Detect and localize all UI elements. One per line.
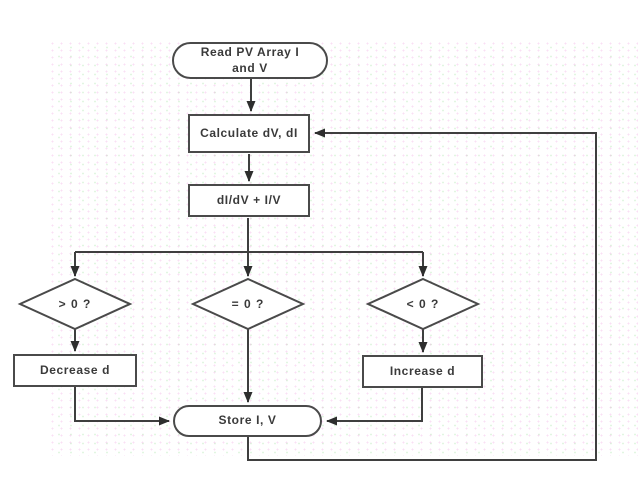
arrow-increase-to-store <box>326 388 423 426</box>
lt-zero-label: < 0 ? <box>406 297 440 311</box>
ratio-process-box: dI/dV + I/V <box>188 184 310 217</box>
feedback-loop-store-to-calculate <box>247 128 597 461</box>
lt-zero-diamond <box>365 277 481 331</box>
ratio-label: dI/dV + I/V <box>216 192 282 207</box>
gt-zero-diamond <box>17 277 133 331</box>
increase-label: Increase d <box>389 363 456 378</box>
decrease-process-box: Decrease d <box>13 354 137 387</box>
gt-zero-label: > 0 ? <box>58 297 92 311</box>
store-label: Store I, V <box>218 413 277 428</box>
eq-zero-diamond <box>190 277 306 331</box>
start-terminator: Read PV Array I and V <box>172 42 328 79</box>
calculate-process-box: Calculate dV, dI <box>188 114 310 153</box>
start-label: Read PV Array I and V <box>200 44 300 75</box>
decrease-label: Decrease d <box>39 362 111 377</box>
eq-zero-label: = 0 ? <box>231 297 265 311</box>
arrow-decrease-to-store <box>74 387 170 426</box>
increase-process-box: Increase d <box>362 355 483 388</box>
store-terminator: Store I, V <box>173 405 322 437</box>
calculate-label: Calculate dV, dI <box>200 125 298 140</box>
